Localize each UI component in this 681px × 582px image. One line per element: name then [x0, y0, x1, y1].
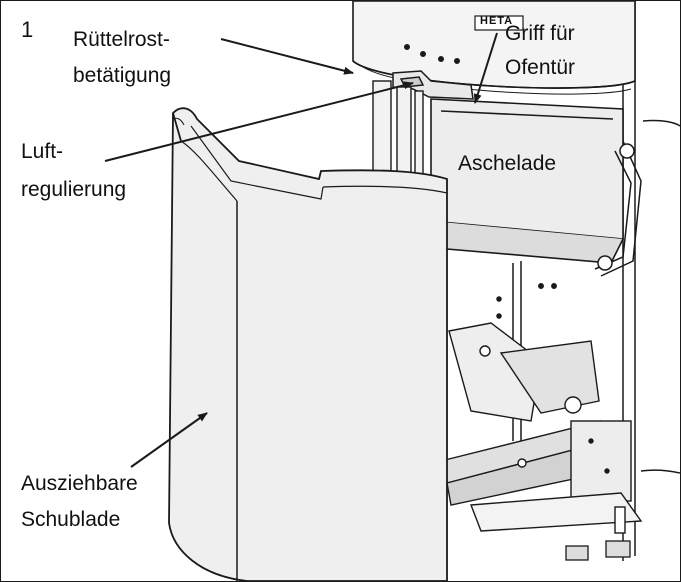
- leader-griff: [473, 32, 498, 104]
- pullout-drawer-front: [168, 107, 448, 581]
- drawer-slide-rail: [440, 420, 643, 534]
- lower-bracket: [448, 322, 600, 422]
- leader-ausziehbare: [130, 412, 208, 468]
- label-ausziehbare-line2: Schublade: [21, 508, 121, 531]
- figure-number: 1: [21, 17, 34, 42]
- label-griff-line2: Ofentür: [505, 56, 576, 79]
- ash-drawer: [430, 98, 624, 264]
- leader-lines: [104, 32, 498, 468]
- label-luft-line1: Luft-: [21, 140, 64, 163]
- brand-plate: HETA: [480, 15, 514, 27]
- label-ruettelrost-line2: betätigung: [73, 64, 172, 87]
- stove-feet: [565, 540, 631, 561]
- label-ausziehbare-line1: Ausziehbare: [21, 472, 138, 495]
- label-ruettelrost-line1: Rüttelrost-: [73, 28, 170, 51]
- leader-luft: [104, 81, 414, 162]
- label-aschelade: Aschelade: [458, 152, 557, 175]
- label-griff-line1: Griff für: [505, 22, 575, 45]
- leader-ruettelrost: [220, 38, 354, 75]
- label-luft-line2: regulierung: [21, 178, 127, 201]
